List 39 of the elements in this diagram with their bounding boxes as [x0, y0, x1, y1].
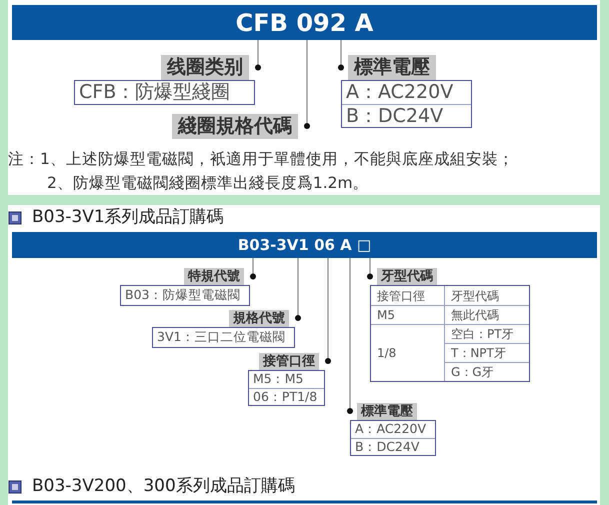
option-text: B：DC24V — [355, 440, 420, 454]
field-heading: 綫圈規格代碼 — [172, 114, 298, 138]
option-text: A：AC220V — [346, 83, 454, 102]
table-cell: 無此代碼 — [445, 305, 529, 324]
leader-line — [338, 40, 344, 70]
leader-line — [304, 40, 310, 129]
table-cell: 1/8 — [371, 324, 445, 381]
leader-line — [255, 40, 261, 70]
table-cell: T：NPT牙 — [445, 343, 529, 362]
leader-line — [347, 258, 353, 414]
field-heading: 標準電壓 — [357, 402, 417, 420]
option-text: B03：防爆型電磁閥 — [125, 289, 240, 302]
leader-line — [367, 258, 373, 280]
field-heading: 牙型代碼 — [377, 268, 437, 285]
table-cell: 接管口徑 — [371, 286, 445, 305]
option-text: CFB：防爆型綫圈 — [79, 83, 230, 102]
field-heading: 线圈类别 — [161, 55, 249, 80]
option-text: A：AC220V — [355, 423, 426, 436]
option-text: B：DC24V — [346, 106, 444, 126]
leader-line — [325, 258, 331, 364]
option-text: 06：PT1/8 — [253, 390, 318, 404]
table-cell: G：G牙 — [445, 362, 529, 381]
section-title: B03-3V200、300系列成品訂購碼 — [32, 478, 295, 495]
field-heading: 接管口徑 — [259, 352, 319, 370]
table-cell: 空白：PT牙 — [445, 324, 529, 343]
option-text: M5：M5 — [253, 373, 304, 386]
field-heading: 規格代號 — [229, 310, 289, 326]
code-bar: B03-3V1 06 A □ — [12, 232, 597, 258]
section-title: B03-3V1系列成品訂購碼 — [32, 209, 224, 226]
field-heading: 特規代號 — [184, 268, 244, 285]
table-cell: M5 — [371, 305, 445, 324]
leader-line — [295, 258, 301, 321]
leader-line — [250, 258, 256, 280]
option-text: 3V1：三口二位電磁閥 — [157, 331, 286, 344]
note-text: 注：1、上述防爆型電磁閥，衹適用于單體使用，不能與底座成組安裝； — [8, 152, 514, 168]
note-text: 2、防爆型電磁閥綫圈標準出綫長度爲1.2m。 — [47, 176, 369, 192]
table-cell-text: 牙型代碼 — [450, 288, 500, 304]
code-bar: CFB 092 A — [12, 5, 597, 40]
field-heading: 標準電壓 — [348, 55, 436, 80]
